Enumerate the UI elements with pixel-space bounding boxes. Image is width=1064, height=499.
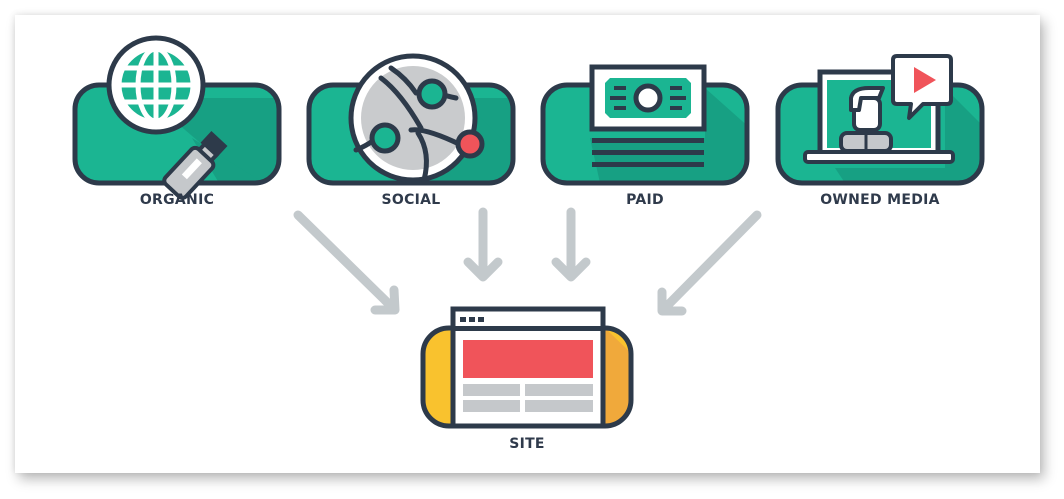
- label-paid: PAID: [626, 192, 664, 208]
- node-paid: PAID: [540, 38, 750, 213]
- browser-window-icon: [420, 306, 634, 429]
- node-organic: ORGANIC: [72, 35, 282, 213]
- magnifier-globe-icon: [72, 35, 282, 200]
- label-social: SOCIAL: [381, 192, 441, 208]
- arrow-paid-to-site: [551, 207, 591, 282]
- laptop-video-presenter-icon: [775, 54, 985, 186]
- label-owned-media: OWNED MEDIA: [820, 192, 940, 208]
- node-owned-media: OWNED MEDIA: [775, 38, 985, 213]
- money-bill-icon: [540, 64, 750, 186]
- social-network-globe-icon: [306, 53, 516, 186]
- label-organic: ORGANIC: [139, 192, 215, 208]
- arrow-organic-to-site: [293, 210, 400, 315]
- arrow-social-to-site: [463, 207, 503, 282]
- label-site: SITE: [509, 436, 545, 452]
- node-social: SOCIAL: [306, 38, 516, 213]
- arrow-owned-media-to-site: [657, 210, 762, 316]
- node-site: SITE: [420, 306, 634, 456]
